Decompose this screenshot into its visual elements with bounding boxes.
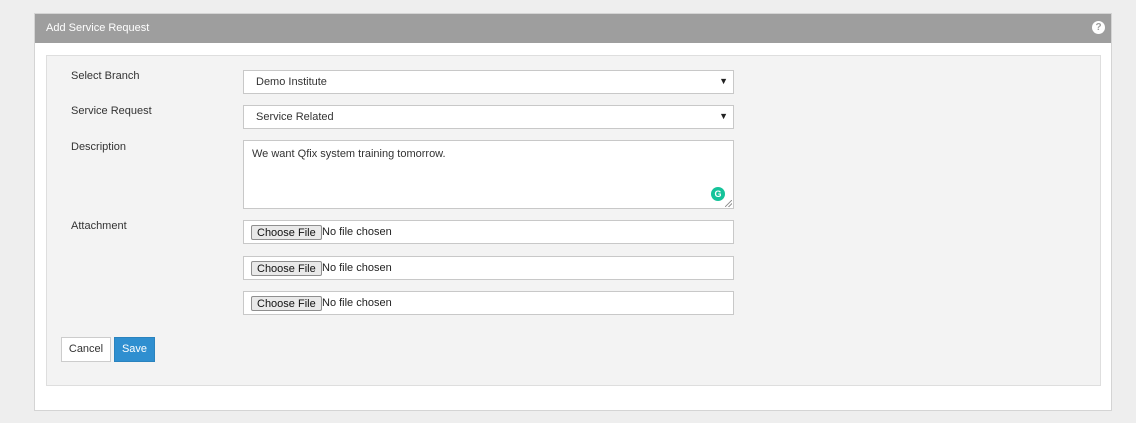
grammarly-icon[interactable]: G [711,187,725,201]
choose-file-button[interactable]: Choose File [251,261,322,276]
question-circle-icon[interactable]: ? [1092,21,1105,34]
attachment-file-input-3: Choose File No file chosen [243,291,734,315]
panel-header: Add Service Request ? [35,14,1111,43]
service-request-label: Service Request [71,105,152,117]
description-label: Description [71,141,127,153]
service-request-value: Service Related [256,111,334,123]
service-request-dropdown[interactable]: Service Related ▼ [243,105,734,129]
attachment-label: Attachment [71,220,127,232]
select-branch-dropdown[interactable]: Demo Institute ▼ [243,70,734,94]
file-status: No file chosen [322,262,392,274]
select-branch-label: Select Branch [71,70,140,82]
save-button[interactable]: Save [114,337,155,362]
add-service-request-panel: Add Service Request ? Select Branch Demo… [34,13,1112,411]
file-status: No file chosen [322,297,392,309]
panel-title: Add Service Request [46,22,150,34]
choose-file-button[interactable]: Choose File [251,296,322,311]
select-branch-value: Demo Institute [256,76,327,88]
attachment-file-input-1: Choose File No file chosen [243,220,734,244]
attachment-file-input-2: Choose File No file chosen [243,256,734,280]
choose-file-button[interactable]: Choose File [251,225,322,240]
cancel-button[interactable]: Cancel [61,337,111,362]
chevron-down-icon: ▼ [719,76,728,86]
file-status: No file chosen [322,226,392,238]
description-textarea[interactable]: We want Qfix system training tomorrow. G [243,140,734,209]
description-text: We want Qfix system training tomorrow. [252,148,446,160]
resize-handle-icon[interactable] [725,200,732,207]
service-request-form: Select Branch Demo Institute ▼ Service R… [46,55,1101,386]
chevron-down-icon: ▼ [719,111,728,121]
